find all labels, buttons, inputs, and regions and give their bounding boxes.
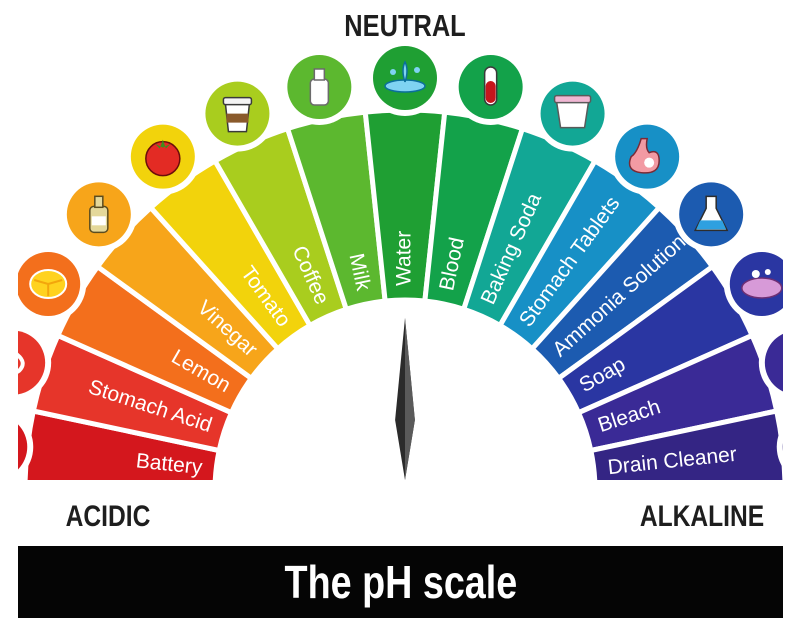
ammonia-solution-icon bbox=[673, 176, 750, 253]
lemon-icon bbox=[18, 246, 87, 322]
vinegar-icon bbox=[60, 176, 137, 253]
baking-soda-icon bbox=[534, 75, 611, 152]
stomach-acid-icon bbox=[18, 324, 52, 401]
page-title: The pH scale bbox=[284, 556, 517, 608]
drain-cleaner-icon bbox=[776, 426, 783, 468]
blood-icon bbox=[452, 49, 529, 126]
acidic-heading: ACIDIC bbox=[65, 500, 151, 533]
bleach-icon bbox=[758, 327, 783, 399]
alkaline-heading: ALKALINE bbox=[639, 500, 765, 533]
water-icon bbox=[367, 40, 443, 116]
ph-segment-14 bbox=[588, 408, 783, 480]
stomach-tablets-icon bbox=[609, 118, 686, 195]
title-banner: The pH scale bbox=[18, 546, 783, 618]
tomato-icon bbox=[124, 118, 201, 195]
milk-icon bbox=[281, 49, 358, 126]
ph-segment-label: Water bbox=[393, 231, 416, 286]
needle-highlight bbox=[405, 318, 415, 480]
neutral-heading: NEUTRAL bbox=[344, 8, 466, 43]
coffee-icon bbox=[199, 75, 276, 152]
soap-icon bbox=[723, 246, 783, 322]
battery-icon bbox=[18, 416, 34, 478]
